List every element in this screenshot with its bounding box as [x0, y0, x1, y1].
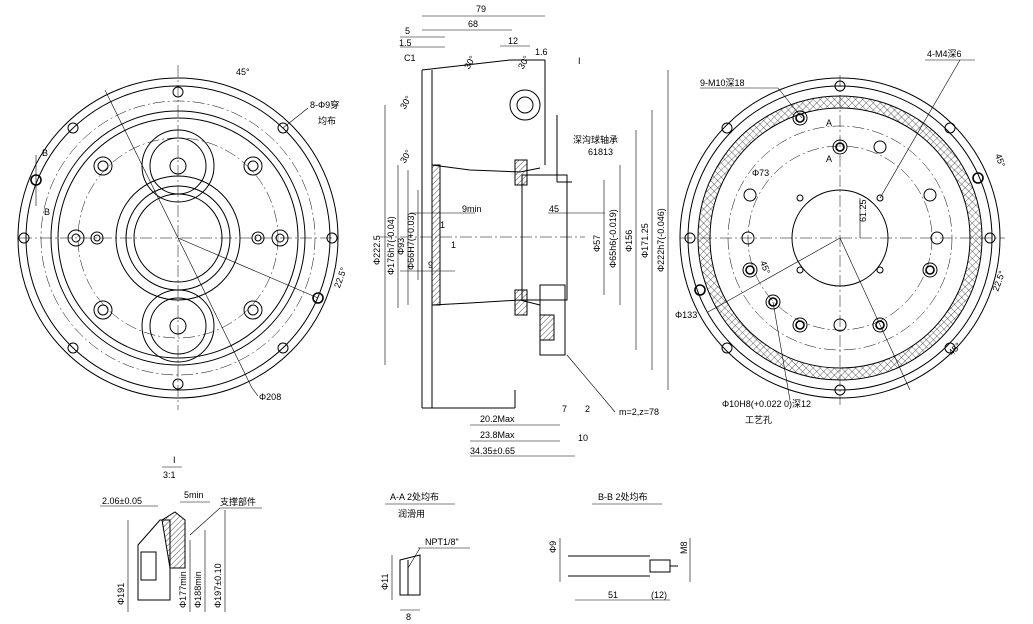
dim-top-2: 68	[468, 19, 478, 29]
angle-45-b: 45°	[758, 259, 772, 276]
angle-label-1: 30°	[462, 54, 478, 71]
bearing-label-2: 61813	[588, 147, 613, 157]
section-marker-a-top: A	[826, 118, 832, 128]
section-aa-title: A-A 2处均布	[390, 491, 439, 502]
section-aa-thread: NPT1/8"	[425, 537, 459, 547]
section-aa-subtitle: 润滑用	[398, 508, 425, 519]
left-holes-note-2: 均布	[318, 115, 336, 126]
dim-small-2: 2	[585, 404, 590, 414]
dia-133: Φ133	[675, 310, 697, 320]
dim-small-7: 7	[562, 404, 567, 414]
angle-label-3: 30°	[398, 94, 414, 111]
section-marker-a-bottom: A	[826, 154, 832, 164]
section-bb-len: 51	[608, 590, 618, 600]
angle-45-a: 45°	[993, 152, 1007, 169]
dim-v-7: Φ156	[624, 230, 634, 252]
dim-top-5: 5	[405, 26, 410, 36]
dim-bottom-1: 20.2Max	[480, 414, 515, 424]
section-bb-thread: M8	[679, 541, 689, 554]
dim-1a: 1	[440, 220, 445, 230]
detail-i-scale: 3:1	[163, 470, 176, 480]
section-marker-b-top: B	[42, 148, 48, 158]
dim-9: 9	[428, 260, 433, 270]
section-bb: B-B 2处均布 Φ9 M8 51 (12)	[548, 491, 691, 601]
dim-v-9: Φ222h7(-0.046)	[656, 208, 666, 272]
detail-i-title: I	[173, 455, 176, 465]
dim-small-10: 10	[578, 433, 588, 443]
dim-v-6: Φ65h6(-0.019)	[608, 209, 618, 268]
detail-i-dia-4: Φ197±0.10	[213, 563, 223, 608]
dim-top-1: 79	[476, 4, 486, 14]
process-hole-label: 工艺孔	[745, 415, 772, 425]
middle-section-view: 79 68 12 1.6 5 1.5 C1 30° 30° 30° 30° I …	[372, 4, 669, 457]
section-marker-b-bottom: B	[44, 207, 50, 217]
angle-label-4: 30°	[398, 148, 414, 165]
detail-i: I 3:1 2.06±0.05 5min 支撑部件 Φ191 Φ177min Φ…	[100, 455, 262, 612]
dim-top-3: 12	[508, 36, 518, 46]
detail-i-support: 支撑部件	[220, 496, 256, 507]
dim-v-1: Φ222.5	[372, 235, 382, 265]
bearing-label-1: 深沟球轴承	[573, 134, 618, 145]
dim-bottom-2: 23.8Max	[480, 430, 515, 440]
detail-i-dia-2: Φ177min	[178, 571, 188, 608]
threads-label-2: 4-M4深6	[927, 49, 962, 59]
section-aa: A-A 2处均布 润滑用 NPT1/8" Φ11 8	[380, 491, 470, 622]
right-view: 9-M10深18 4-M4深6 A A Φ73 61.25 45° 45° 45…	[675, 49, 1007, 425]
detail-i-dia-3: Φ188min	[193, 571, 203, 608]
section-bb-title: B-B 2处均布	[598, 491, 648, 502]
pin-hole-spec: Φ10H8(+0.022 0)深12	[722, 399, 811, 409]
dim-v-8: Φ171.25	[640, 223, 650, 258]
dim-1b: 1	[451, 240, 456, 250]
detail-i-dim-206: 2.06±0.05	[102, 496, 142, 506]
left-view: 45° 8-Φ9穿 均布 B B 22.5° Φ208	[17, 65, 349, 410]
detail-i-dia-1: Φ191	[116, 583, 126, 605]
dim-bottom-3: 34.35±0.65	[470, 446, 515, 456]
dia-73: Φ73	[752, 168, 769, 178]
threads-label-1: 9-M10深18	[700, 78, 745, 88]
dim-top-4: 1.6	[535, 47, 548, 57]
dim-9min: 9min	[462, 204, 482, 214]
dim-v-3: Φ93	[396, 238, 406, 255]
detail-i-5min: 5min	[184, 490, 204, 500]
angle-225: 22.5°	[990, 269, 1007, 293]
gear-spec: m=2,z=78	[619, 407, 659, 417]
section-aa-dia: Φ11	[380, 573, 390, 590]
section-bb-len2: (12)	[651, 590, 667, 600]
left-holes-note-1: 8-Φ9穿	[310, 99, 339, 110]
section-bb-dia: Φ9	[548, 541, 558, 553]
angle-label-2: 30°	[516, 54, 532, 71]
left-dia-bottom: Φ208	[259, 392, 281, 402]
section-aa-len: 8	[406, 612, 411, 622]
dim-v-5: Φ57	[592, 235, 602, 252]
left-angle-top: 45°	[236, 67, 250, 77]
dim-v-2: Φ176h7(-0.04)	[386, 216, 396, 275]
detail-i-marker: I	[578, 56, 581, 66]
dim-v-4: Φ66H7(+0.03)	[406, 213, 416, 270]
dim-45: 45	[549, 204, 559, 214]
dim-6125: 61.25	[858, 199, 868, 222]
dim-top-7: C1	[404, 53, 416, 63]
dim-top-6: 1.5	[399, 38, 412, 48]
